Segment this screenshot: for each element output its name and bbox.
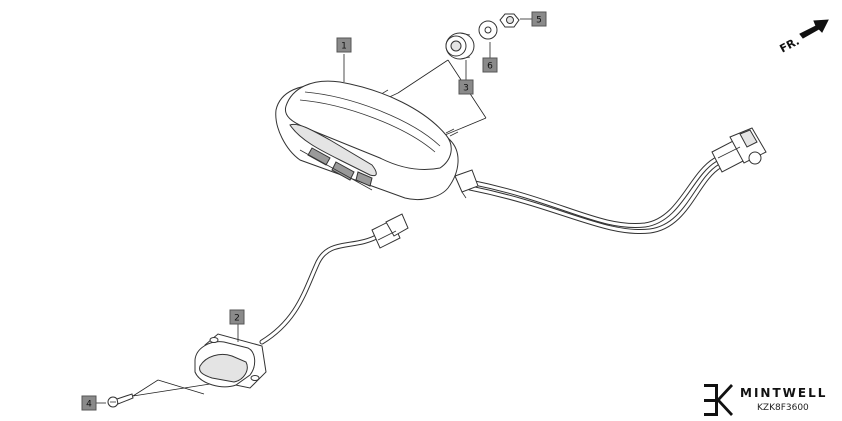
- nut: [499, 13, 520, 28]
- brand-logo-icon: [704, 384, 733, 416]
- license-light-connector: [371, 213, 409, 249]
- callout-3: 3: [458, 79, 474, 95]
- harness-connector: [711, 127, 767, 173]
- svg-text:1: 1: [341, 42, 347, 52]
- direction-label: FR.: [778, 35, 802, 56]
- callout-2: 2: [229, 309, 245, 325]
- diagram-code: KZK8F3600: [757, 403, 809, 413]
- screw: [107, 393, 134, 408]
- front-direction-indicator: FR.: [778, 19, 829, 56]
- license-light-harness: [259, 232, 383, 345]
- license-light: [194, 333, 267, 389]
- callout-1: 1: [336, 37, 352, 53]
- leader-lines: [96, 18, 532, 404]
- callout-5: 5: [531, 11, 547, 27]
- grommet: [445, 32, 475, 60]
- svg-text:3: 3: [463, 84, 469, 94]
- svg-text:5: 5: [536, 16, 542, 26]
- brand-name: MINTWELL: [740, 386, 827, 400]
- callout-6: 6: [482, 57, 498, 73]
- svg-text:6: 6: [487, 62, 493, 72]
- svg-text:2: 2: [234, 314, 240, 324]
- tail-light-harness: [467, 157, 723, 235]
- front-arrow-icon: [799, 19, 829, 39]
- washer: [478, 20, 498, 40]
- callout-4: 4: [81, 395, 97, 411]
- svg-text:4: 4: [86, 400, 92, 410]
- tail-light-assembly: [275, 80, 479, 201]
- brand-logo: MINTWELL: [704, 384, 827, 416]
